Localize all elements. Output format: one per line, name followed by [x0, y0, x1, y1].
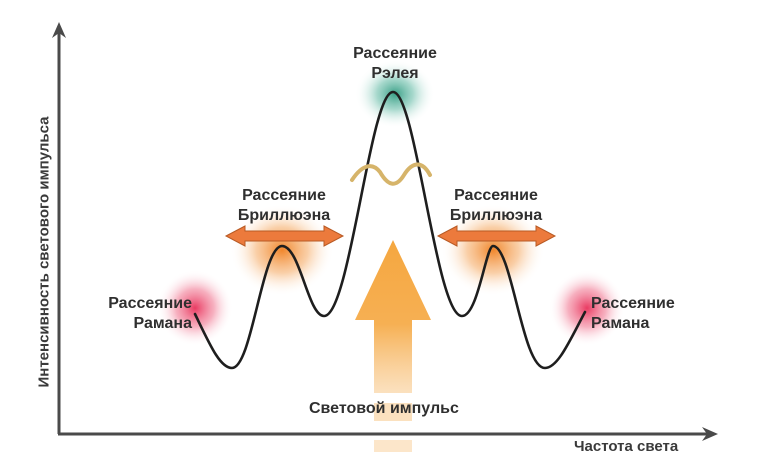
raman-left-label-line1: Рассеяние — [108, 295, 192, 312]
raman-right-label-line2: Рамана — [591, 315, 650, 332]
light-pulse-label: Световой импульс — [309, 400, 459, 417]
brillouin-left-glow — [230, 204, 334, 296]
x-axis — [58, 427, 718, 441]
brillouin-left-label: Рассеяние Бриллюэна — [226, 186, 342, 226]
raman-right-label-line1: Рассеяние — [591, 295, 675, 312]
rayleigh-label: Рассеяние Рэлея — [340, 44, 450, 84]
rayleigh-label-line1: Рассеяние — [353, 45, 437, 62]
spectrum-curve — [193, 90, 587, 370]
raman-right-label: Рассеяние Рамана — [591, 294, 695, 334]
raman-right-glow — [549, 270, 625, 346]
brillouin-right-double-arrow — [436, 225, 557, 247]
raman-left-label-line2: Рамана — [133, 315, 192, 332]
brillouin-left-double-arrow — [224, 225, 345, 247]
brillouin-right-glow — [441, 204, 545, 296]
y-axis-label: Интенсивность светового импульса — [35, 116, 53, 388]
y-axis — [52, 22, 66, 434]
wave-squiggle — [350, 162, 432, 186]
raman-left-glow — [157, 270, 233, 346]
raman-left-label: Рассеяние Рамана — [88, 294, 192, 334]
rayleigh-label-line2: Рэлея — [371, 65, 419, 82]
brillouin-right-label-line1: Рассеяние — [454, 187, 538, 204]
brillouin-left-label-line1: Рассеяние — [242, 187, 326, 204]
light-pulse-arrow — [355, 240, 431, 452]
x-axis-label: Частота света — [574, 438, 679, 455]
brillouin-left-label-line2: Бриллюэна — [237, 207, 331, 224]
brillouin-right-label-line2: Бриллюэна — [449, 207, 543, 224]
brillouin-right-label: Рассеяние Бриллюэна — [438, 186, 554, 226]
